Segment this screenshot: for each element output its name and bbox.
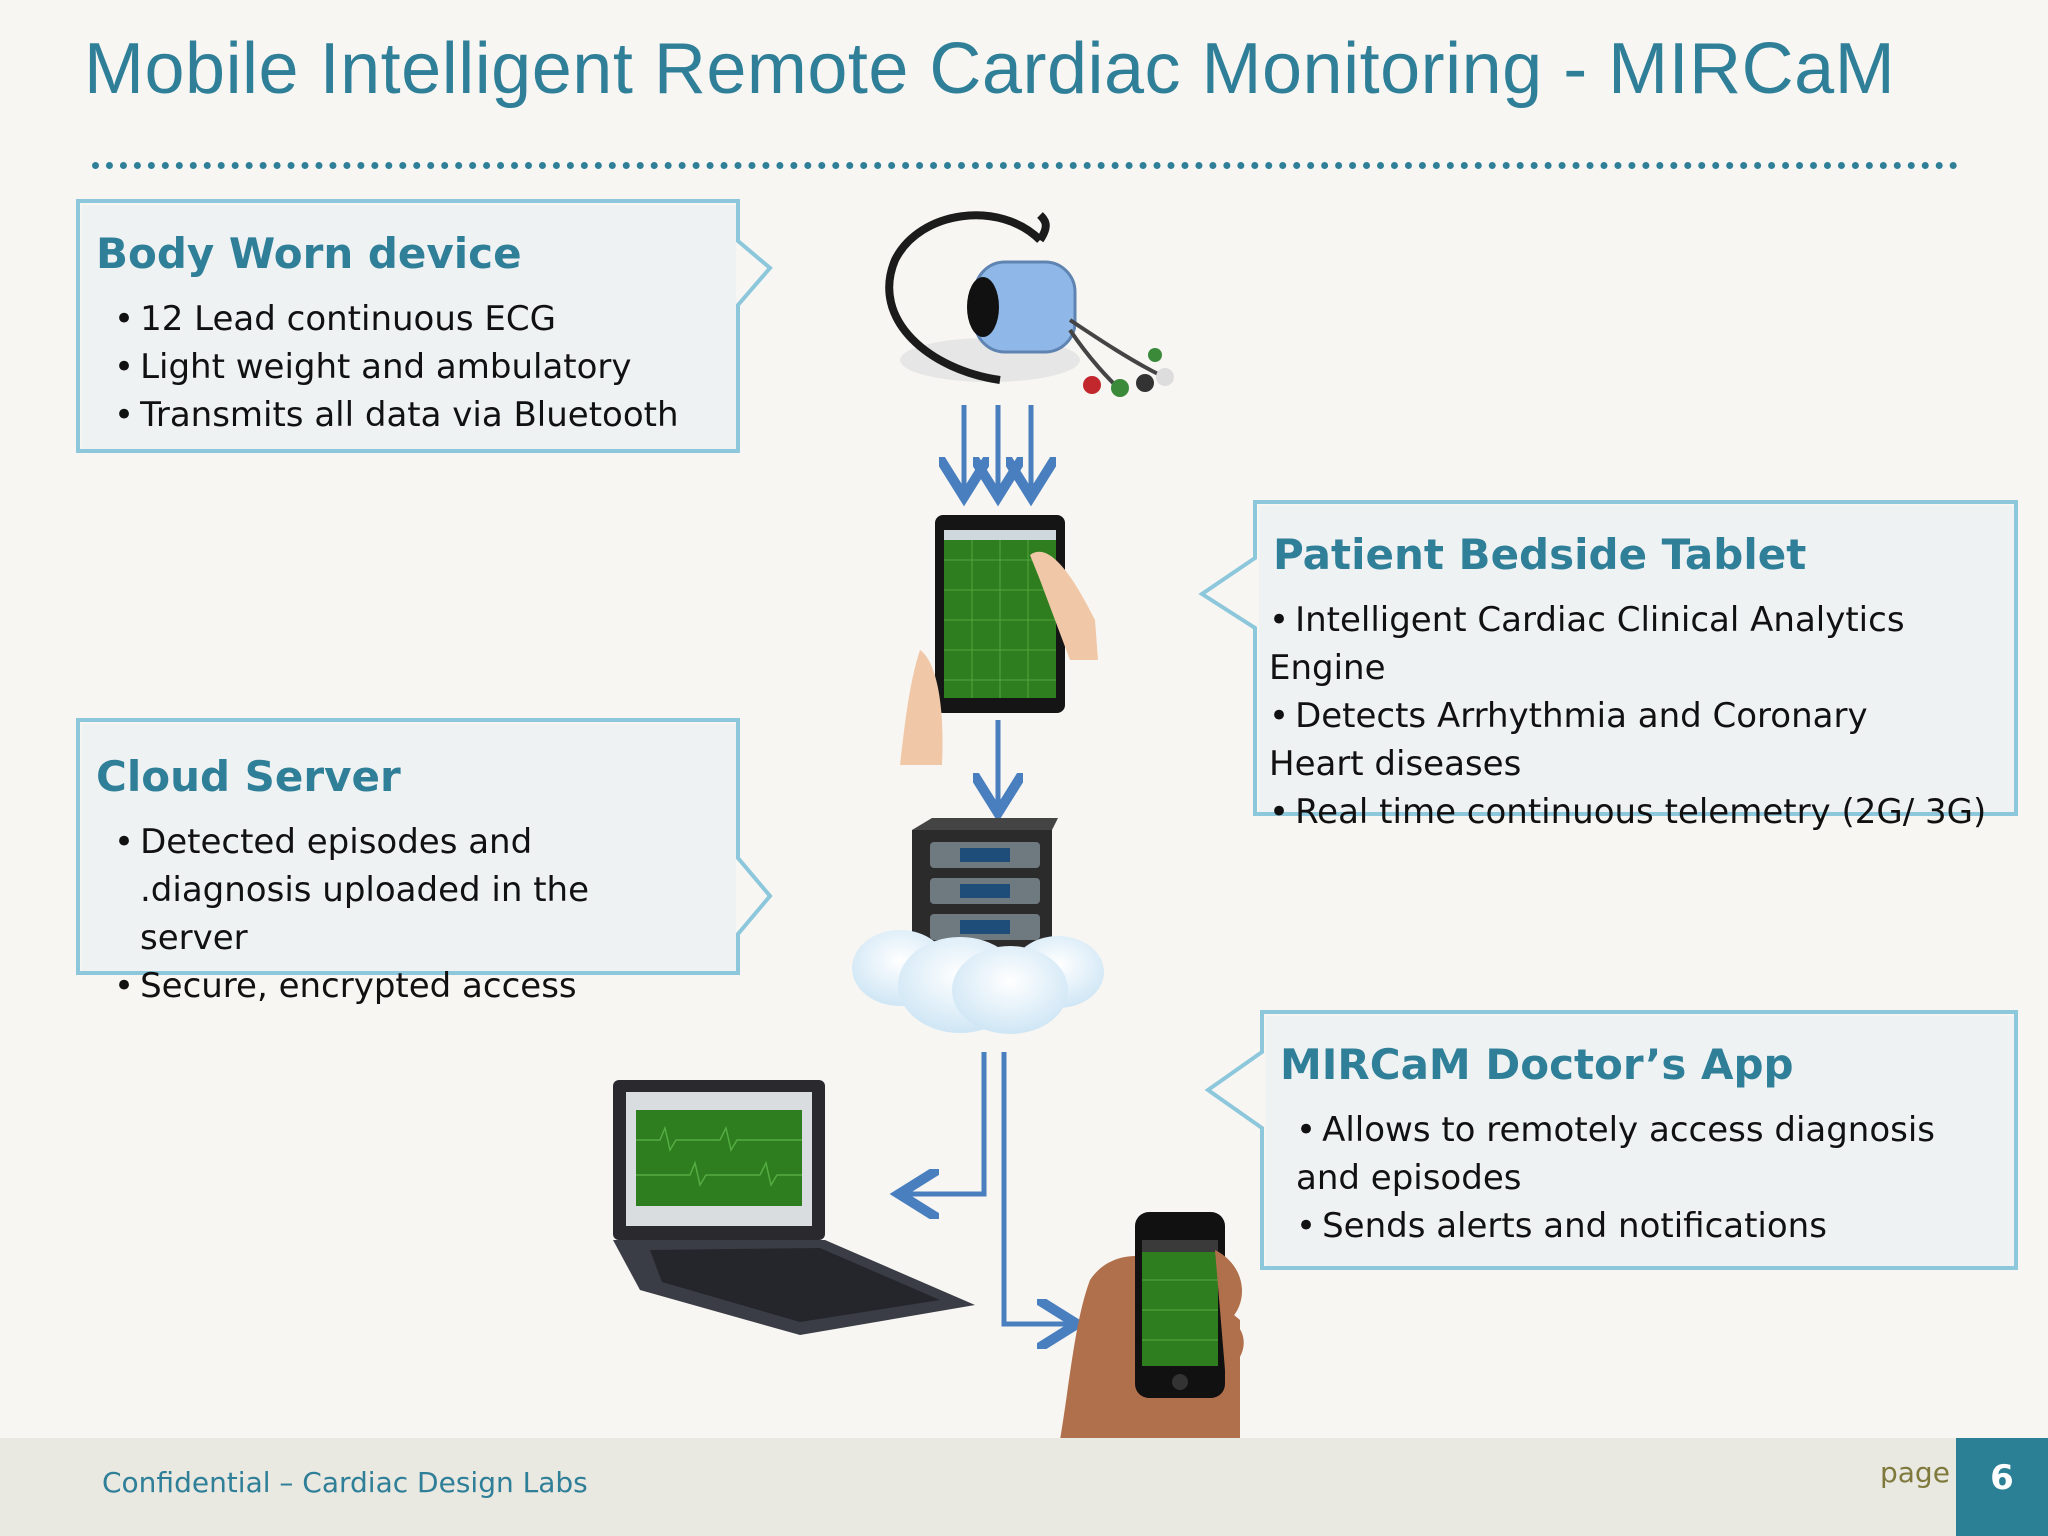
list-item: •Detected episodes and .diagnosis upload… <box>114 818 694 962</box>
tablet-list: •Intelligent Cardiac Clinical Analytics … <box>1269 596 2009 836</box>
list-item-text: Secure, encrypted access <box>140 966 577 1006</box>
list-item: •Detects Arrhythmia and Coronary Heart d… <box>1269 692 1969 788</box>
flow-arrow <box>1001 1052 1072 1324</box>
bullet: • <box>114 966 135 1006</box>
doctor-app-list: •Allows to remotely access diagnosis and… <box>1296 1106 1936 1250</box>
bullet: • <box>1296 1110 1317 1150</box>
list-item-text: Detects Arrhythmia and Coronary Heart di… <box>1269 696 1868 784</box>
tablet-icon <box>900 515 1098 765</box>
bullet: • <box>114 347 135 387</box>
title-divider <box>92 162 1958 169</box>
body-worn-heading: Body Worn device <box>96 229 522 278</box>
list-item: •Allows to remotely access diagnosis and… <box>1296 1106 1936 1202</box>
bullet: • <box>114 395 135 435</box>
list-item-text: Transmits all data via Bluetooth <box>140 395 679 435</box>
cloud-server-icon <box>852 818 1104 1034</box>
doctor-app-callout: MIRCaM Doctor’s App •Allows to remotely … <box>1266 1016 2014 1266</box>
page-number: 6 <box>1990 1458 2014 1498</box>
flow-arrow <box>904 1052 987 1194</box>
list-item: •Light weight and ambulatory <box>114 343 679 391</box>
list-item-text: Intelligent Cardiac Clinical Analytics E… <box>1269 600 1905 688</box>
list-item: •Real time continuous telemetry (2G/ 3G) <box>1269 788 2009 836</box>
list-item: •Sends alerts and notifications <box>1296 1202 1936 1250</box>
tablet-callout-border <box>1198 500 2018 816</box>
slide-title: Mobile Intelligent Remote Cardiac Monito… <box>84 29 1896 109</box>
list-item: •Intelligent Cardiac Clinical Analytics … <box>1269 596 2009 692</box>
list-item: •Secure, encrypted access <box>114 962 694 1010</box>
list-item-text: Sends alerts and notifications <box>1322 1206 1827 1246</box>
phone-icon <box>1060 1212 1244 1440</box>
list-item-text: Light weight and ambulatory <box>140 347 632 387</box>
bullet: • <box>1269 696 1290 736</box>
tablet-heading: Patient Bedside Tablet <box>1273 530 1807 579</box>
body-worn-callout-border <box>76 199 773 453</box>
body-worn-callout: Body Worn device •12 Lead continuous ECG… <box>82 205 736 449</box>
body-worn-list: •12 Lead continuous ECG •Light weight an… <box>114 295 679 439</box>
cloud-heading: Cloud Server <box>96 752 401 801</box>
list-item-text: Allows to remotely access diagnosis and … <box>1296 1110 1936 1198</box>
list-item-text: Real time continuous telemetry (2G/ 3G) <box>1295 792 1987 832</box>
list-item: •Transmits all data via Bluetooth <box>114 391 679 439</box>
bullet: • <box>1269 600 1290 640</box>
cloud-list: •Detected episodes and .diagnosis upload… <box>114 818 694 1010</box>
list-item-text: 12 Lead continuous ECG <box>140 299 556 339</box>
cloud-callout: Cloud Server •Detected episodes and .dia… <box>82 724 736 1006</box>
laptop-icon <box>613 1080 975 1335</box>
footer-bar <box>0 1438 2048 1536</box>
page-label: page <box>1880 1456 1950 1489</box>
bullet: • <box>1296 1206 1317 1246</box>
tablet-callout: Patient Bedside Tablet •Intelligent Card… <box>1259 506 2014 832</box>
ecg-device-icon <box>885 211 1174 397</box>
bullet: • <box>114 299 135 339</box>
cloud-callout-border <box>76 718 773 975</box>
list-item-text: Detected episodes and .diagnosis uploade… <box>140 822 589 958</box>
bullet: • <box>114 822 135 862</box>
bullet: • <box>1269 792 1290 832</box>
doctor-app-heading: MIRCaM Doctor’s App <box>1280 1040 1794 1089</box>
footer-confidential: Confidential – Cardiac Design Labs <box>102 1466 588 1499</box>
page-number-box <box>1956 1438 2048 1536</box>
doctor-app-callout-border <box>1204 1010 2018 1270</box>
list-item: •12 Lead continuous ECG <box>114 295 679 343</box>
